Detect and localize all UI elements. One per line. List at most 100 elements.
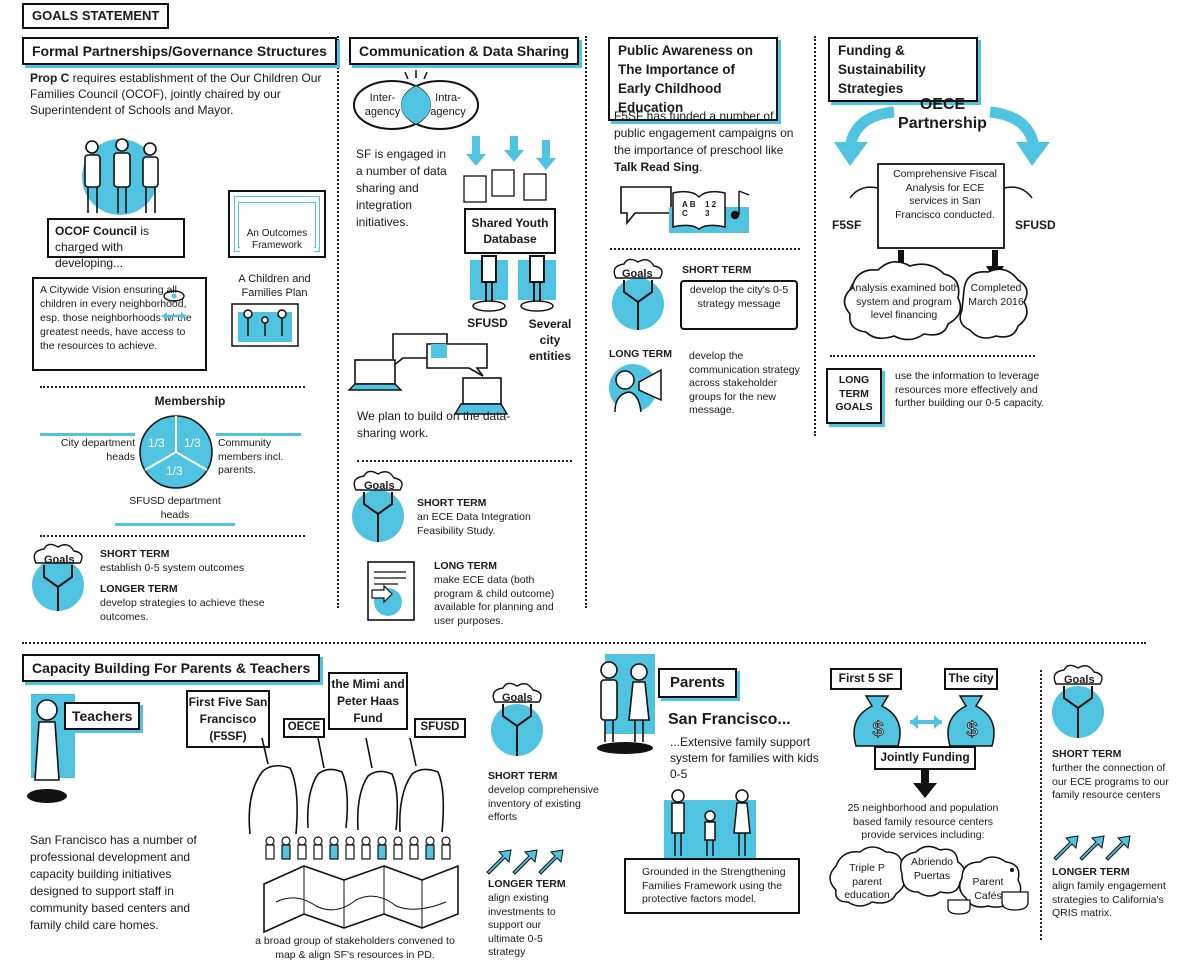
pie-slice-label: 1/3 (184, 436, 201, 450)
the-city-label: The city (948, 671, 994, 685)
completed-cloud-text: Completed March 2016 (968, 282, 1024, 308)
pie-slice-label: 1/3 (148, 436, 165, 450)
book-abc-label: A B C (682, 200, 696, 218)
teachers-text: San Francisco has a number of profession… (30, 833, 197, 932)
document-icon (367, 561, 415, 621)
capacity-building-title: Capacity Building For Parents & Teachers (22, 654, 321, 682)
short-term-text: develop the city's 0-5 strategy message (689, 284, 789, 310)
growth-arrows-icon (1053, 835, 1131, 861)
laptops-chat-icon (347, 333, 509, 415)
grounded-text: Grounded in the Strengthening Families F… (642, 866, 786, 905)
intra-agency-label: Intra-agency (430, 92, 466, 118)
cafes-text: Parent Cafés (972, 876, 1004, 902)
family-icon (231, 303, 299, 347)
growth-arrows-icon (486, 849, 564, 875)
short-term-text: an ECE Data Integration Feasibility Stud… (417, 511, 531, 537)
goals-label: Goals (364, 480, 395, 492)
first-five-label: First Five San Francisco (F5SF) (188, 695, 268, 743)
money-bags-icon: $ $ (853, 695, 995, 747)
centers-text: 25 neighborhood and population based fam… (847, 802, 999, 841)
goals-statement-title: GOALS STATEMENT (22, 3, 170, 29)
goals-icon (352, 470, 404, 542)
separator (40, 535, 305, 537)
sfusd-label: SFUSD (1015, 218, 1056, 232)
separator (357, 460, 572, 462)
community-members-label: Community members incl. parents. (218, 437, 284, 476)
longer-term-text: align family engagement strategies to Ca… (1052, 880, 1166, 919)
parents-figure-icon (597, 654, 655, 754)
shared-youth-database-box (464, 208, 556, 254)
scroll-hands-icon (849, 163, 1033, 249)
formal-partnerships-title: Formal Partnerships/Governance Structure… (22, 37, 337, 65)
long-term-goals-box (826, 368, 882, 424)
oece-box (283, 718, 325, 738)
membership-title: Membership (154, 394, 226, 408)
accent-line (216, 433, 301, 436)
citywide-vision-box (32, 277, 207, 371)
teacher-figure-icon (27, 694, 75, 803)
long-term-text: make ECE data (both program & child outc… (434, 574, 555, 627)
book-speech-icon (620, 186, 750, 233)
separator (814, 36, 816, 436)
long-term-goals-label: LONG TERM GOALS (835, 374, 873, 413)
inter-agency-label: Inter-agency (364, 92, 401, 118)
outcomes-framework-label: An Outcomes Framework (240, 228, 314, 252)
short-term-text: further the connection of our ECE progra… (1052, 762, 1169, 801)
shared-youth-database-label: Shared Youth Database (471, 216, 549, 246)
abriendo-text: Abriendo Puertas (910, 856, 954, 882)
separator (22, 642, 1146, 644)
family-support-text: ...Extensive family support system for f… (670, 735, 819, 781)
goals-label: Goals (502, 692, 533, 704)
longer-term-text: develop strategies to achieve these outc… (100, 597, 265, 623)
sfusd-label: SFUSD (467, 316, 508, 330)
sfusd-dept-heads-label: SFUSD department heads (129, 495, 221, 521)
haas-fund-box (328, 672, 408, 730)
short-term-text: establish 0-5 system outcomes (100, 562, 245, 574)
short-term-label: SHORT TERM (100, 548, 170, 560)
grounded-box (624, 858, 800, 914)
stakeholder-figures-icon (248, 737, 445, 835)
long-term-text: develop the communication strategy acros… (689, 350, 800, 416)
data-sharing-plan-text: We plan to build on the data-sharing wor… (357, 409, 511, 440)
sfusd-label: SFUSD (420, 721, 460, 733)
funding-title: Funding & Sustainability Strategies (828, 37, 978, 102)
short-term-label: SHORT TERM (417, 497, 487, 509)
goals-icon (32, 543, 84, 611)
separator (1040, 670, 1042, 940)
city-entities-label: Several city entities (528, 317, 572, 363)
partnership-arrows (834, 106, 1050, 166)
eye-icon (162, 290, 186, 320)
council-box: OCOF Council is charged with developing.… (47, 218, 185, 270)
san-francisco-label: San Francisco... (668, 711, 791, 728)
down-arrow (913, 770, 937, 798)
goals-label: Goals (1064, 674, 1095, 686)
communication-title: Communication & Data Sharing (349, 37, 580, 65)
sfusd-box (414, 718, 466, 738)
separator (337, 36, 339, 608)
first5sf-box (830, 668, 902, 690)
short-term-label: SHORT TERM (488, 770, 558, 782)
book-123-label: 1 2 3 (705, 200, 717, 218)
oece-partnership-label: OECE Partnership (898, 96, 987, 132)
venn-diagram (353, 70, 479, 130)
goals-icon (1052, 664, 1104, 738)
pie-slice-label: 1/3 (166, 464, 183, 478)
stakeholders-text: a broad group of stakeholders convened t… (255, 935, 455, 961)
public-awareness-title: Public Awareness on The Importance of Ea… (608, 37, 778, 121)
data-arrows-icon (463, 136, 556, 203)
prop-c-text: Prop C requires establishment of the Our… (30, 71, 322, 117)
citywide-vision-text: A Citywide Vision ensuring all children … (40, 284, 192, 352)
family-circle-icon (664, 789, 756, 858)
megaphone-person-icon (609, 364, 662, 413)
jointly-funding-label: Jointly Funding (880, 750, 970, 764)
crowd-icon (265, 836, 451, 860)
oece-label: OECE (287, 721, 321, 733)
svg-text:$: $ (966, 719, 977, 741)
public-awareness-text: F5SF has funded a number of public engag… (614, 109, 794, 174)
short-term-text: develop comprehensive inventory of exist… (488, 784, 599, 823)
goals-label: Goals (44, 554, 75, 566)
membership-pie (139, 415, 213, 489)
data-sharing-text: SF is engaged in a number of data sharin… (356, 147, 447, 229)
goals-label: Goals (622, 268, 653, 280)
stakeholder-figures-icon (470, 255, 556, 312)
